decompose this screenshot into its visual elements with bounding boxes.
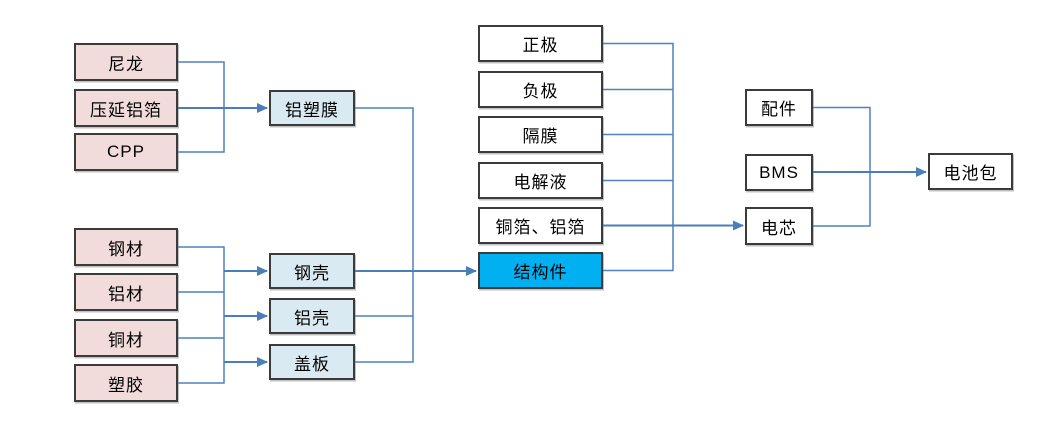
node-accessories: 配件 (745, 89, 813, 126)
node-copper: 铜材 (74, 319, 178, 357)
node-cell: 电芯 (745, 207, 813, 245)
node-structural-parts: 结构件 (478, 252, 603, 289)
node-cover-plate: 盖板 (269, 344, 355, 380)
node-aluminum: 铝材 (74, 273, 178, 311)
connector-pack-sources-outer (813, 106, 871, 227)
node-anode: 负极 (478, 71, 603, 108)
node-cpp: CPP (74, 133, 178, 171)
node-alu-plastic-film: 铝塑膜 (269, 90, 355, 126)
node-cu-al-foil: 铜箔、铝箔 (478, 207, 603, 244)
node-battery-pack: 电池包 (928, 153, 1013, 190)
connector-shell-sources-outer (178, 246, 225, 384)
node-rolled-alu-foil: 压延铝箔 (74, 89, 178, 127)
node-bms: BMS (745, 154, 813, 191)
node-nylon: 尼龙 (74, 43, 178, 81)
node-plastic: 塑胶 (74, 364, 178, 402)
node-separator: 隔膜 (478, 116, 603, 153)
node-steel: 钢材 (74, 228, 178, 266)
node-electrolyte: 电解液 (478, 162, 603, 199)
node-steel-shell: 钢壳 (269, 253, 355, 289)
node-cathode: 正极 (478, 25, 603, 62)
connector-structural-sources-outer (355, 107, 414, 363)
node-alu-shell: 铝壳 (269, 298, 355, 334)
connector-cell-sources-outer (603, 42, 674, 272)
